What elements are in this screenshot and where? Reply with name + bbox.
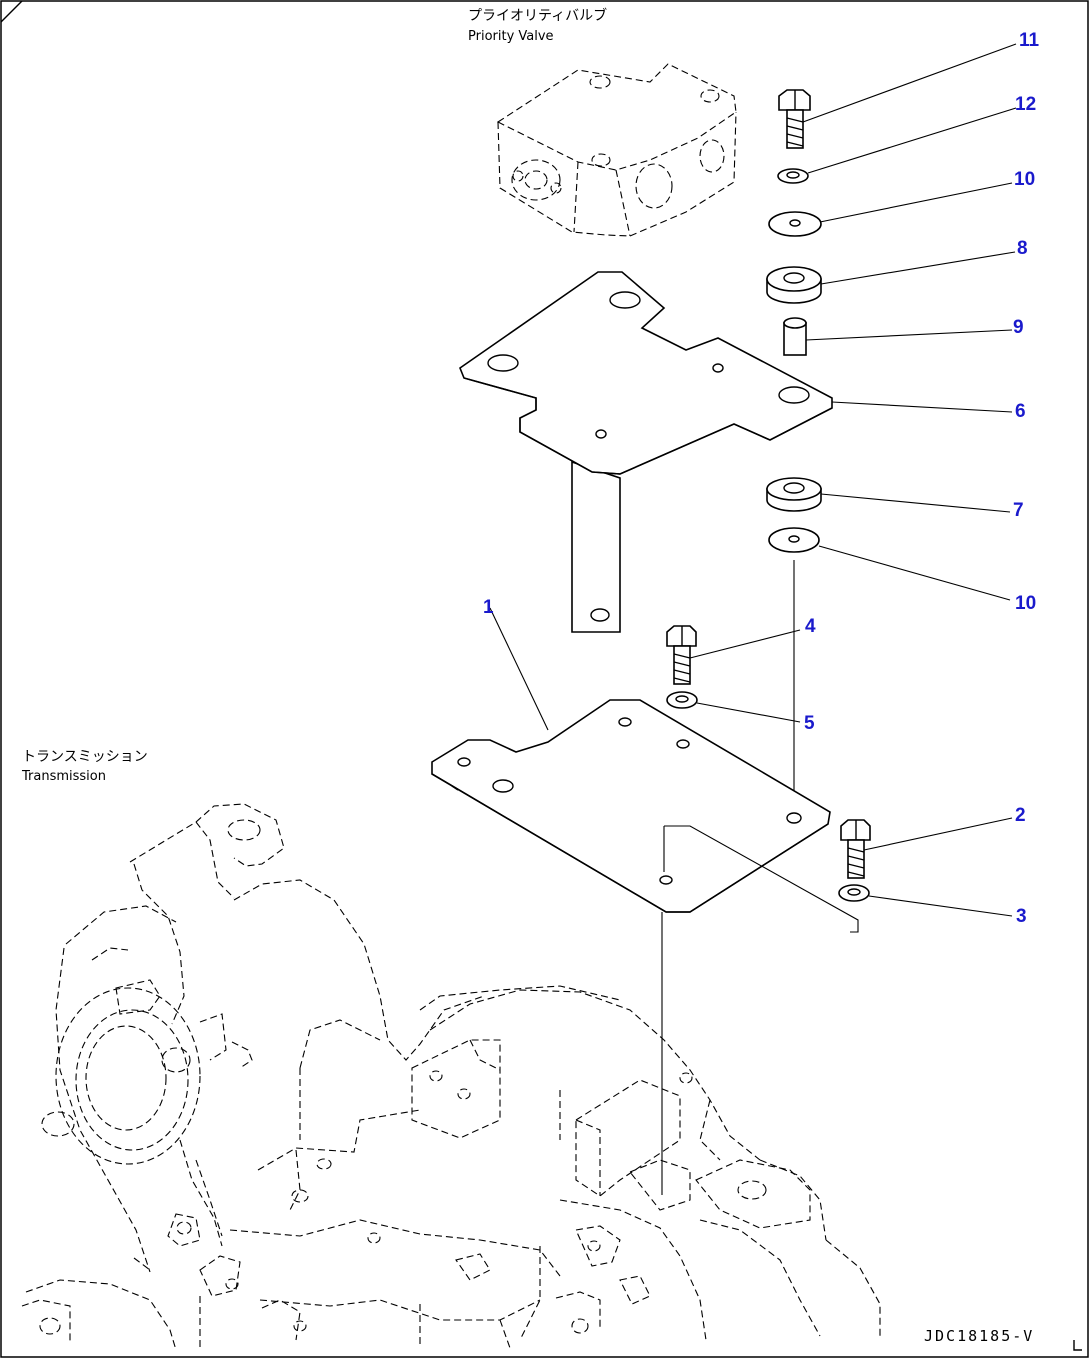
callout-numbers: 11 12 10 8 9 6 7 10 4 5 1 2 3 <box>483 30 1040 927</box>
callout-7: 7 <box>1013 500 1024 521</box>
callout-8: 8 <box>1017 238 1028 259</box>
priority-valve-label-en: Priority Valve <box>468 29 554 44</box>
drawing-code: JDC18185-V <box>924 1327 1034 1345</box>
callout-6: 6 <box>1015 401 1026 422</box>
callout-5: 5 <box>804 713 815 734</box>
transmission-housing <box>21 803 881 1351</box>
callout-11: 11 <box>1019 30 1040 51</box>
washer-part-5 <box>666 691 698 709</box>
collar-part-9 <box>783 317 807 356</box>
callout-2: 2 <box>1015 805 1026 826</box>
corner-fold <box>0 0 23 23</box>
callout-4: 4 <box>805 616 816 637</box>
priority-valve <box>496 63 737 237</box>
bolt-part-4 <box>666 625 697 685</box>
washer-part-3 <box>838 884 870 902</box>
callout-12: 12 <box>1015 94 1036 115</box>
plate-part-1 <box>431 699 859 933</box>
priority-valve-label-jp: プライオリティバルブ <box>468 7 607 24</box>
transmission-label-jp: トランスミッション <box>22 749 148 765</box>
washer-part-10-lower <box>768 527 820 553</box>
cushion-part-8 <box>766 266 822 304</box>
lock-washer-part-12 <box>777 168 809 184</box>
corner-mark <box>1073 1340 1082 1351</box>
bolt-part-2 <box>840 819 871 879</box>
callout-9: 9 <box>1013 317 1024 338</box>
bolt-part-11 <box>778 89 811 149</box>
cushion-part-7 <box>766 477 822 512</box>
transmission-label-en: Transmission <box>21 769 106 784</box>
callout-1: 1 <box>483 597 494 618</box>
callout-10-lower: 10 <box>1015 593 1036 614</box>
bracket-part-6 <box>459 271 833 633</box>
callout-10-top: 10 <box>1014 169 1035 190</box>
washer-part-10-top <box>768 211 822 237</box>
callout-3: 3 <box>1016 906 1027 927</box>
leader-lines <box>489 43 1017 917</box>
